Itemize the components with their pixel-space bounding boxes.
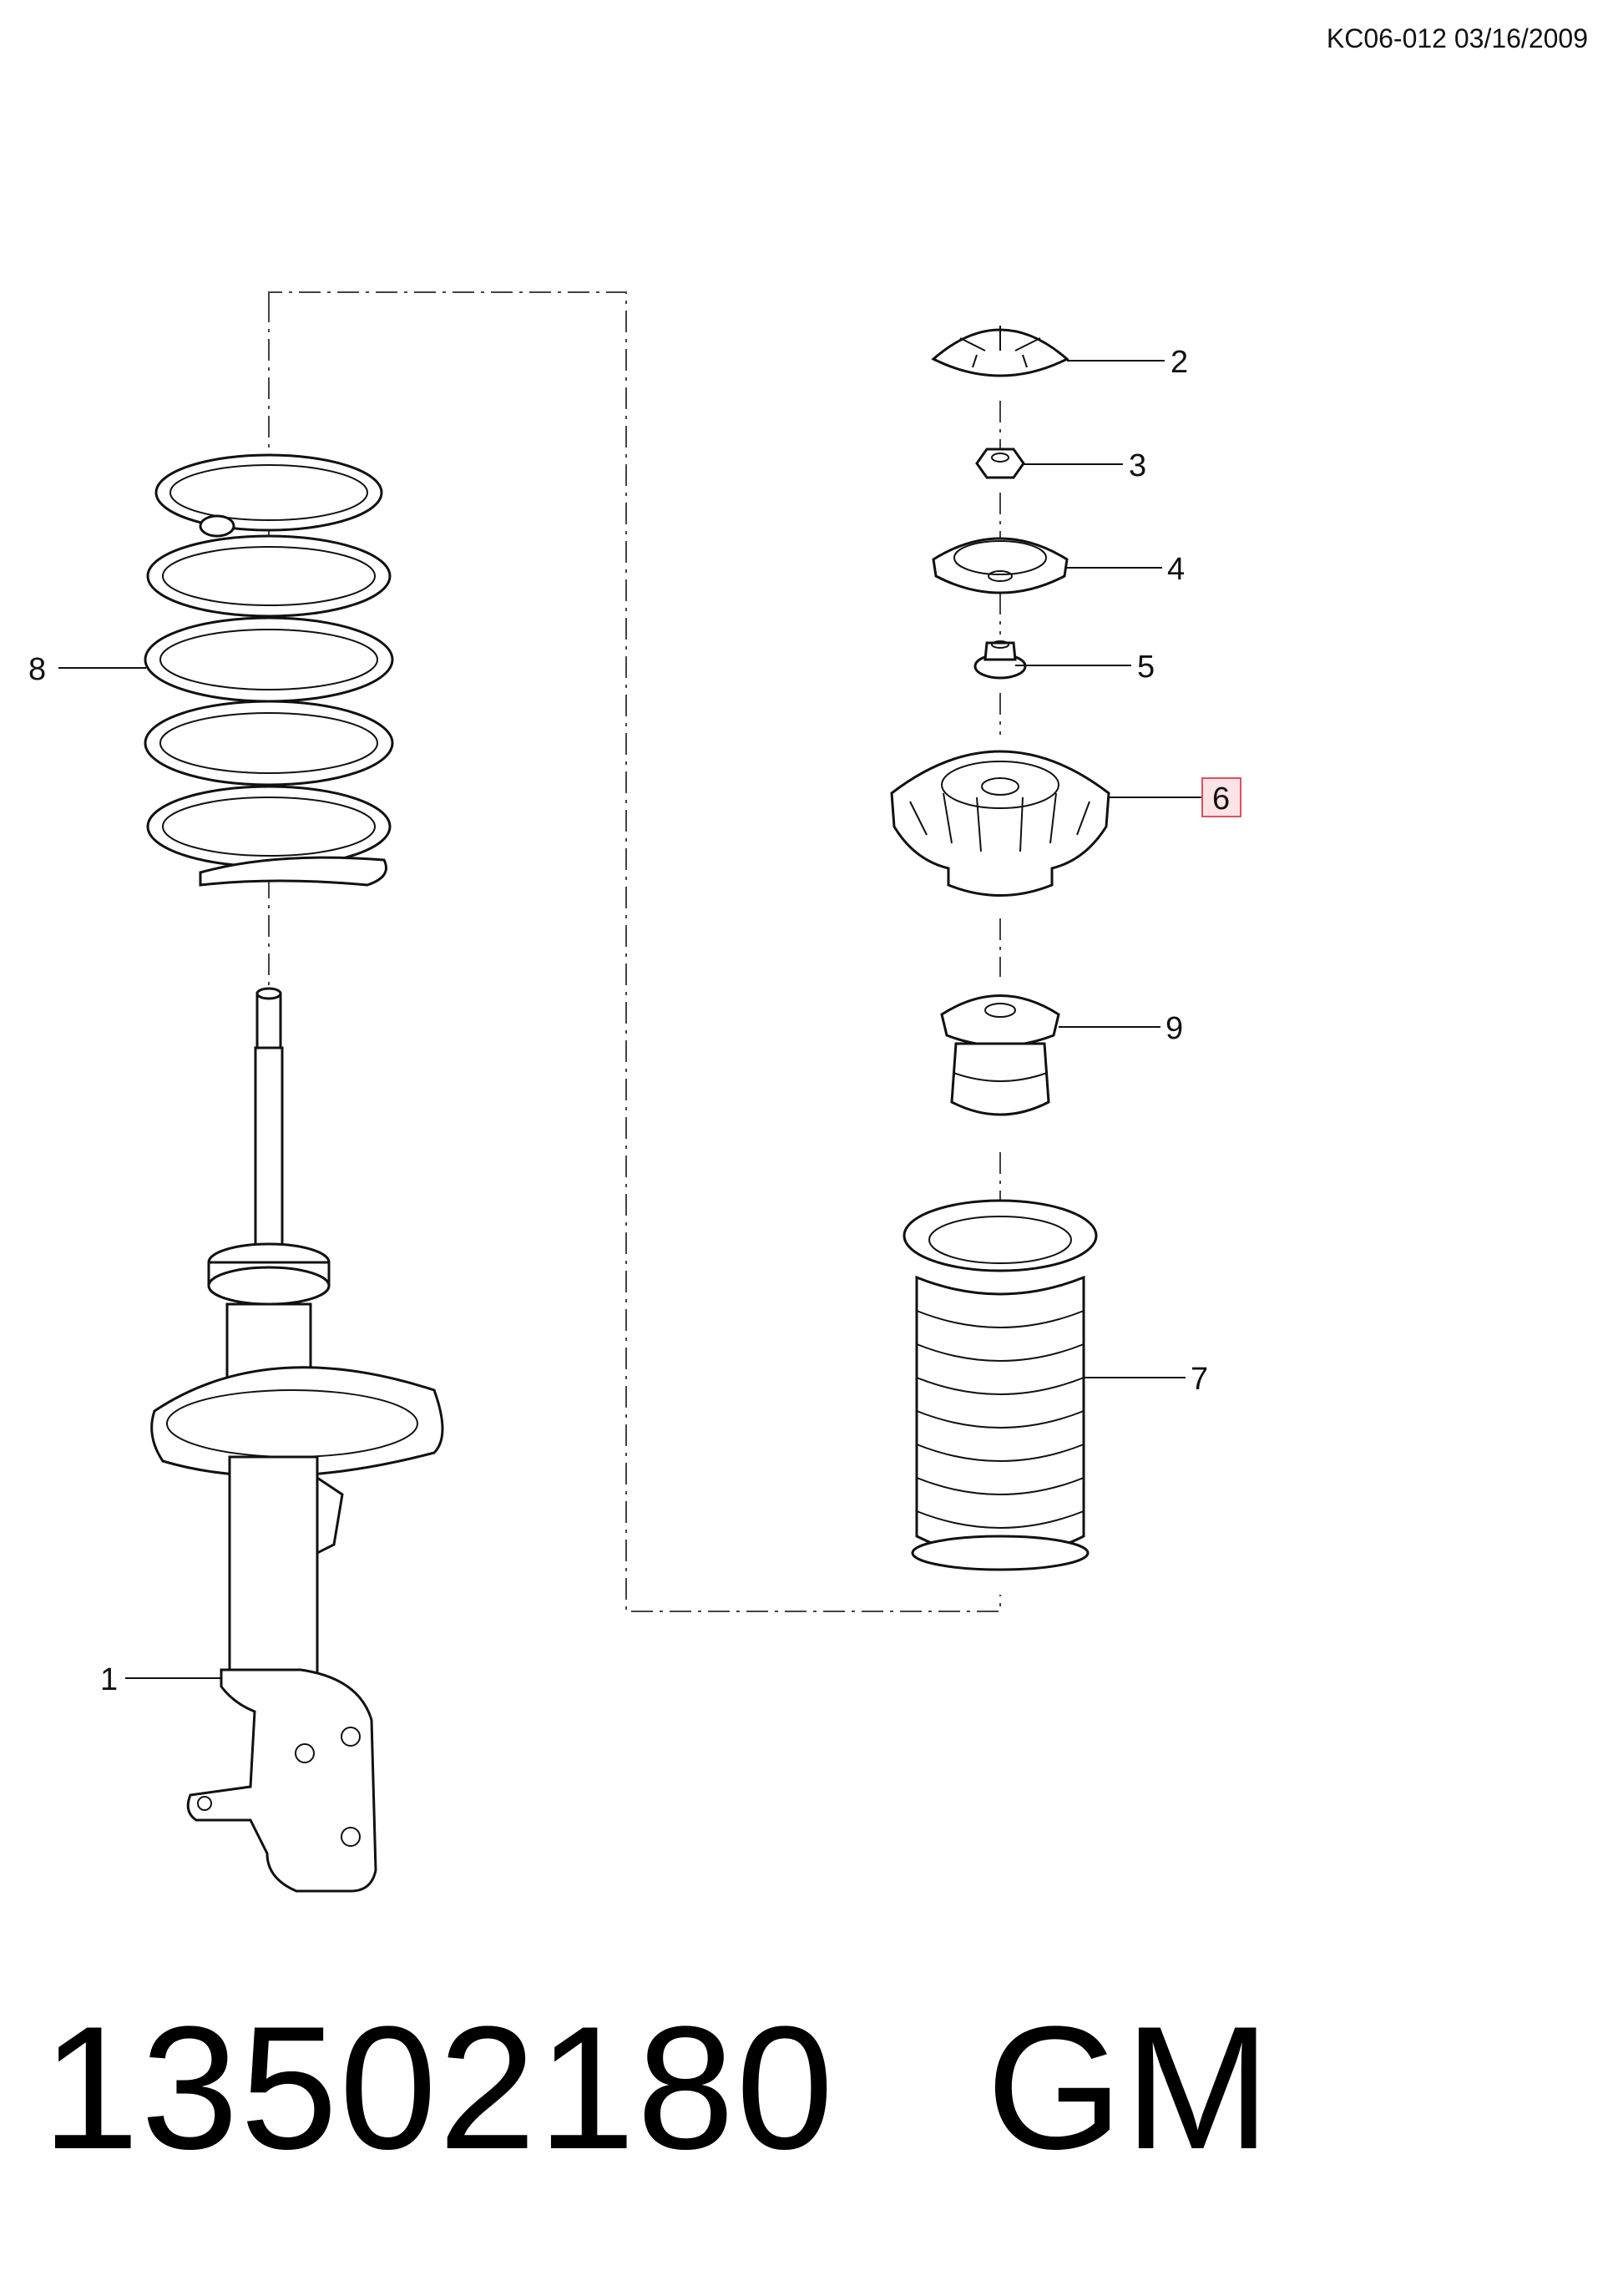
- callout-8[interactable]: 8: [28, 652, 46, 687]
- selected-callout-highlight: [1201, 777, 1241, 817]
- callout-7[interactable]: 7: [1191, 1362, 1208, 1397]
- bearing-plate: [932, 537, 1069, 594]
- callout-6[interactable]: 6: [1212, 781, 1230, 817]
- flange-nut: [973, 640, 1027, 680]
- callout-2[interactable]: 2: [1171, 345, 1188, 380]
- callout-1[interactable]: 1: [100, 1662, 118, 1697]
- coil-spring: [144, 453, 394, 887]
- document-reference: KC06-012 03/16/2009: [1326, 23, 1588, 53]
- strut-mount: [890, 750, 1110, 897]
- bump-stop: [940, 994, 1060, 1116]
- dust-boot: [903, 1199, 1098, 1571]
- callout-9[interactable]: 9: [1166, 1011, 1183, 1046]
- lock-nut: [975, 448, 1025, 479]
- assembly-centerline: [268, 291, 1001, 1612]
- strut-assembly: [150, 987, 444, 1893]
- callout-3[interactable]: 3: [1129, 448, 1146, 483]
- top-mount-cap: [931, 326, 1069, 377]
- callout-4[interactable]: 4: [1167, 552, 1185, 587]
- leader-lines: [58, 360, 1202, 1679]
- callout-labels: 1 2 3 4 5 6 7 8 9: [28, 345, 1230, 1697]
- callout-5[interactable]: 5: [1137, 650, 1155, 685]
- part-number-caption: 13502180 GM: [42, 1990, 1272, 2186]
